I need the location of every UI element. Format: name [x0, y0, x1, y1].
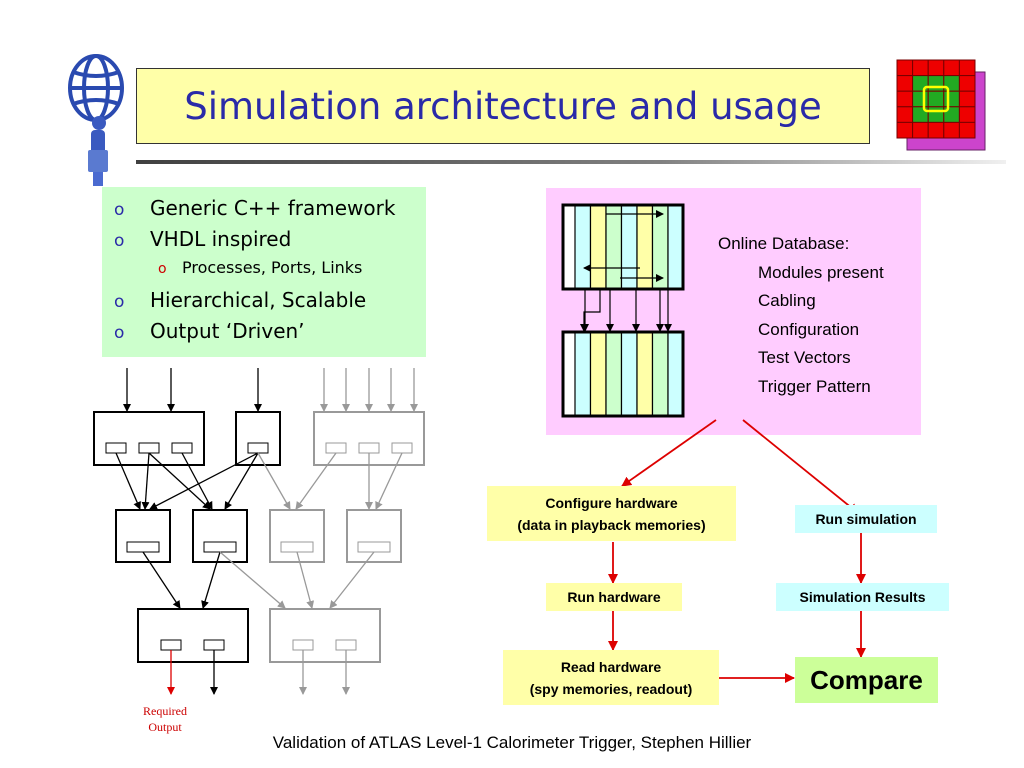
crate-module: [620, 331, 638, 417]
flow-arrow: [608, 419, 866, 683]
footer-text: Validation of ATLAS Level-1 Calorimeter …: [272, 733, 752, 752]
online-database-list: Online Database: Modules present Cabling…: [718, 230, 884, 401]
link-arrow-grey: [219, 368, 418, 695]
title-divider: [136, 160, 1006, 164]
grid-highlight: [922, 85, 950, 113]
run-hardware-step: Run hardware: [546, 583, 682, 611]
crate-module: [574, 204, 592, 290]
hardware-modules-icon: [561, 203, 685, 418]
configure-hardware-sublabel: (data in playback memories): [517, 516, 706, 533]
bullet-item: o VHDL inspired: [114, 227, 426, 258]
crate-outline: [561, 330, 685, 418]
crate-outline: [561, 203, 685, 291]
required-output-line1: Required: [143, 704, 187, 718]
grid-cell: [958, 121, 976, 139]
crate-module: [667, 331, 685, 417]
bullet-marker: o: [114, 200, 125, 220]
bullet-text: Output ‘Driven’: [150, 319, 305, 343]
configure-hardware-label: Configure hardware: [545, 494, 678, 511]
run-simulation-step: Run simulation: [795, 505, 937, 533]
bullet-text: Generic C++ framework: [150, 196, 396, 220]
required-output-line2: Output: [148, 720, 182, 734]
crate-module: [589, 204, 607, 290]
read-hardware-label: Read hardware: [560, 658, 662, 675]
crate-module: [651, 331, 669, 417]
online-database-item: Modules present: [758, 262, 884, 282]
bullet-marker: o: [114, 292, 125, 312]
bullet-item: o Generic C++ framework: [114, 196, 426, 227]
bullet-marker: o: [114, 231, 125, 251]
port: [105, 442, 269, 651]
bullet-marker: o: [114, 323, 125, 343]
online-database-item: Trigger Pattern: [758, 376, 871, 396]
bullet-text: Processes, Ports, Links: [182, 258, 363, 277]
crate-module: [620, 204, 638, 290]
crate-module: [636, 331, 654, 417]
module-link: [580, 289, 601, 332]
simulation-results-step: Simulation Results: [776, 583, 949, 611]
online-database-item: Configuration: [758, 319, 860, 339]
online-database-item: Test Vectors: [758, 348, 851, 367]
bullet-text: Hierarchical, Scalable: [150, 288, 367, 312]
bullet-text: VHDL inspired: [150, 227, 292, 251]
required-output-label: Required Output: [130, 703, 200, 735]
read-hardware-step: Read hardware (spy memories, readout): [503, 650, 719, 705]
crate-module: [589, 331, 607, 417]
compare-step: Compare: [795, 657, 938, 703]
sub-bullet-item: o Processes, Ports, Links: [114, 258, 426, 288]
bullet-marker: o: [158, 261, 167, 277]
crate-module: [605, 204, 623, 290]
crate-module: [574, 331, 592, 417]
crate-module: [636, 204, 654, 290]
crate-module: [651, 204, 669, 290]
read-hardware-sublabel: (spy memories, readout): [529, 680, 693, 697]
link-arrow: [115, 368, 262, 695]
crate-module: [667, 204, 685, 290]
configure-hardware-step: Configure hardware (data in playback mem…: [487, 486, 736, 541]
bullet-item: o Hierarchical, Scalable: [114, 288, 426, 319]
bullet-item: o Output ‘Driven’: [114, 319, 426, 350]
online-database-heading: Online Database:: [718, 234, 850, 253]
crate-module: [605, 331, 623, 417]
page-title: Simulation architecture and usage: [136, 68, 870, 144]
online-database-item: Cabling: [758, 291, 816, 310]
